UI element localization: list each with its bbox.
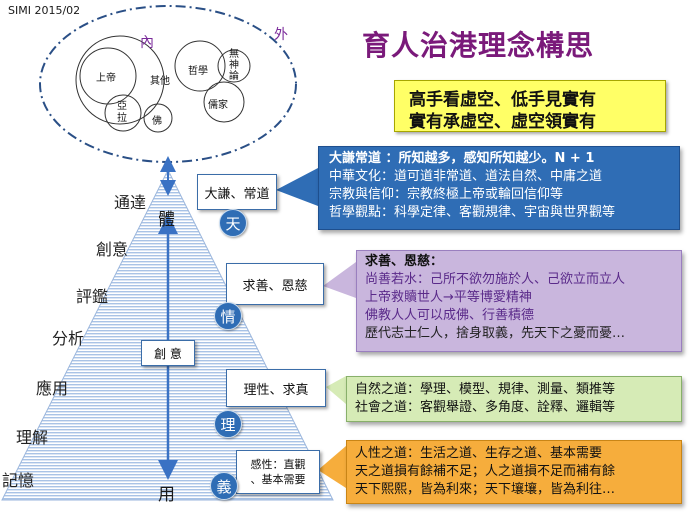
inner-label: 內 <box>140 35 154 51</box>
connector-li <box>326 376 346 404</box>
callout-yi-line-3: 天下熙熙，皆為利來；天下壤壤，皆為利往… <box>355 482 616 497</box>
box-tian: 大謙、常道 <box>197 174 277 210</box>
source-label: SIMI 2015/02 <box>8 4 81 17</box>
atheism-circle <box>217 49 251 83</box>
motto-line-1: 高手看虛空、低手見實有 <box>409 90 596 110</box>
connector-tian <box>276 168 318 206</box>
badge-li: 理 <box>214 410 242 438</box>
outer-label: 外 <box>274 27 288 43</box>
page-title: 育人治港理念構思 <box>362 29 595 62</box>
others-label: 其他 <box>150 76 170 87</box>
callout-yi-line-2: 天之道損有餘補不足；人之道損不足而補有餘 <box>355 464 616 479</box>
shangdi-label: 上帝 <box>96 73 116 84</box>
motto-box: 高手看虛空、低手見實有 實有承虛空、虛空領實有 <box>394 80 666 132</box>
yala-label: 亞拉 <box>117 101 127 124</box>
confucian-circle <box>203 81 245 123</box>
callout-qing-line-1: 求善、恩慈： <box>365 254 444 269</box>
callout-tian: 大謙常道 ：所知越多，感知所知越少。N + 1 中華文化：道可道非常道、道法自然… <box>318 146 680 230</box>
box-li: 理性、求真 <box>226 369 326 407</box>
pyramid-bottom-label: 用 <box>158 485 175 505</box>
box-tian-label: 大謙、常道 <box>204 186 270 202</box>
callout-qing-line-5: 歷代志士仁人，捨身取義，先天下之憂而憂… <box>365 326 626 341</box>
box-qing: 求善、恩慈 <box>226 263 324 305</box>
level-lijie: 理解 <box>16 428 49 447</box>
left-cluster-circle <box>75 35 165 125</box>
confucian-label: 儒家 <box>208 100 228 111</box>
connector-yi <box>318 446 346 488</box>
callout-qing-line-4: 佛教人人可以成佛、行善積德 <box>365 308 535 323</box>
yala-circle <box>104 94 142 132</box>
buddha-label: 佛 <box>152 116 162 127</box>
atheism-label: 無神論 <box>229 49 239 82</box>
level-fenxi: 分析 <box>52 329 85 348</box>
connector-qing <box>323 262 356 298</box>
level-tongda: 通達 <box>114 193 147 212</box>
callout-li-line-1: 自然之道：學理、模型、規律、測量、類推等 <box>355 382 616 397</box>
callout-tian-line-1: 大謙常道 ：所知越多，感知所知越少。N + 1 <box>329 151 595 166</box>
callout-li: 自然之道：學理、模型、規律、測量、類推等 社會之道：客觀舉證、多角度、詮釋、邏輯… <box>346 376 682 422</box>
level-jiyi: 記憶 <box>2 471 35 490</box>
callout-yi: 人性之道：生活之道、生存之道、基本需要 天之道損有餘補不足；人之道損不足而補有餘… <box>346 440 682 504</box>
callout-tian-line-2: 中華文化：道可道非常道、道法自然、中庸之道 <box>329 169 603 184</box>
level-yingyong: 應用 <box>36 379 69 398</box>
philosophy-label: 哲學 <box>188 66 208 77</box>
callout-tian-line-3: 宗教與信仰：宗教終極上帝或輪回信仰等 <box>329 187 564 202</box>
box-li-label: 理性、求真 <box>243 382 309 398</box>
callout-tian-line-4: 哲學觀點：科學定律、客觀規律、宇宙與世界觀等 <box>329 205 616 220</box>
level-pingjian: 評鑑 <box>76 287 109 306</box>
shangdi-circle <box>79 47 137 105</box>
badge-tian: 天 <box>219 209 247 237</box>
pyramid-center-box: 創 意 <box>141 340 195 366</box>
callout-qing-line-3: 上帝救贖世人→平等博愛精神 <box>365 290 532 305</box>
badge-qing: 情 <box>214 302 242 330</box>
box-yi-label-2: 、基本需要 <box>250 473 306 486</box>
motto-line-2: 實有承虛空、虛空領實有 <box>409 112 596 132</box>
callout-qing-line-2: 尚善若水：己所不欲勿施於人、己欲立而立人 <box>365 272 626 287</box>
philosophy-circle <box>174 40 226 92</box>
callout-yi-line-1: 人性之道：生活之道、生存之道、基本需要 <box>355 446 603 461</box>
box-qing-label: 求善、恩慈 <box>242 278 308 294</box>
callout-li-line-2: 社會之道：客觀舉證、多角度、詮釋、邏輯等 <box>355 400 616 415</box>
pyramid-center-label: 創 意 <box>154 346 182 361</box>
buddha-circle <box>143 103 173 133</box>
pyramid-top-label: 體 <box>158 210 175 230</box>
badge-yi: 義 <box>210 472 238 500</box>
box-yi-label-1: 感性：直觀 <box>250 458 306 471</box>
box-yi: 感性：直觀 、基本需要 <box>236 450 320 494</box>
level-chuangyi: 創意 <box>96 240 129 259</box>
callout-qing: 求善、恩慈： 尚善若水：己所不欲勿施於人、己欲立而立人 上帝救贖世人→平等博愛精… <box>356 250 682 352</box>
